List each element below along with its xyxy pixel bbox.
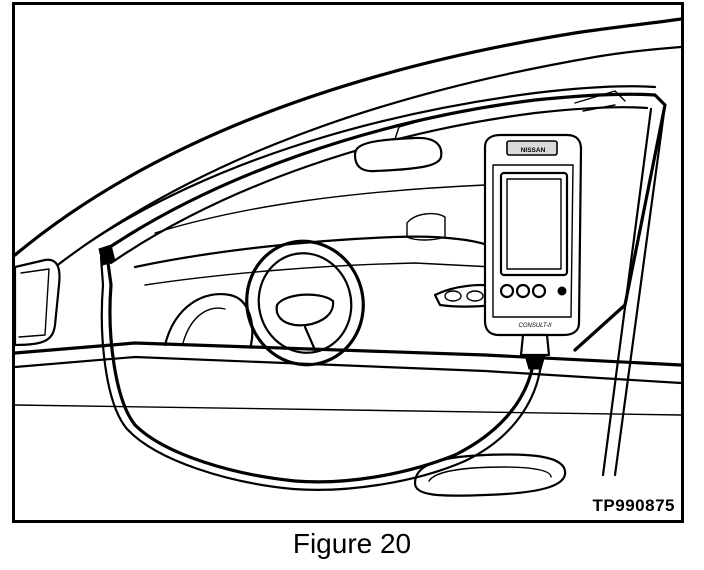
diagnostic-cable-edge bbox=[99, 255, 543, 491]
steering-wheel-inner bbox=[257, 252, 353, 354]
device-bevel bbox=[492, 164, 574, 318]
roof-rail bbox=[83, 85, 657, 247]
console-knob-right bbox=[466, 290, 484, 302]
device-top-label-area bbox=[506, 140, 558, 156]
door-handle-recess bbox=[428, 466, 552, 482]
roof-line bbox=[15, 17, 681, 257]
device-power-button bbox=[557, 286, 567, 296]
driver-seat-detail bbox=[182, 307, 226, 344]
roof-inner-line bbox=[53, 45, 681, 269]
driver-seat bbox=[163, 293, 254, 347]
windshield-far-edge bbox=[154, 184, 486, 234]
door-beltline bbox=[15, 341, 681, 367]
cable-clip bbox=[98, 244, 116, 266]
pillar-trim-2 bbox=[582, 104, 616, 112]
consult-device: NISSAN CONSULT-II bbox=[483, 133, 583, 370]
device-brand-label: NISSAN bbox=[521, 147, 546, 154]
steering-column bbox=[303, 325, 317, 352]
device-button-1 bbox=[499, 283, 515, 299]
device-button-2 bbox=[515, 283, 531, 299]
rearview-mirror bbox=[353, 136, 443, 173]
b-pillar bbox=[613, 103, 667, 477]
device-screen bbox=[499, 171, 569, 277]
dashboard-line bbox=[144, 262, 494, 286]
steering-wheel bbox=[245, 239, 365, 367]
steering-hub bbox=[275, 293, 335, 327]
diagnostic-cable bbox=[105, 253, 535, 484]
device-screen-inner bbox=[506, 178, 562, 270]
figure-caption: Figure 20 bbox=[292, 528, 412, 559]
device-button-3 bbox=[531, 283, 547, 299]
figure-code: TP990875 bbox=[592, 496, 675, 515]
device-model-label: CONSULT-II bbox=[518, 323, 551, 329]
window-frame bbox=[99, 92, 667, 352]
dashboard-top bbox=[133, 235, 497, 269]
b-pillar-inner bbox=[601, 107, 653, 477]
vehicle-illustration: NISSAN CONSULT-II bbox=[15, 17, 681, 497]
pillar-trim-1 bbox=[574, 90, 626, 104]
device-connector bbox=[519, 333, 551, 357]
rearview-mirror-mount bbox=[394, 122, 414, 140]
console-knob-left bbox=[444, 290, 462, 302]
device-plug bbox=[524, 354, 546, 370]
side-mirror-detail bbox=[18, 268, 50, 338]
passenger-vent bbox=[406, 212, 446, 241]
figure-frame: NISSAN CONSULT-II TP990875 bbox=[12, 2, 684, 523]
